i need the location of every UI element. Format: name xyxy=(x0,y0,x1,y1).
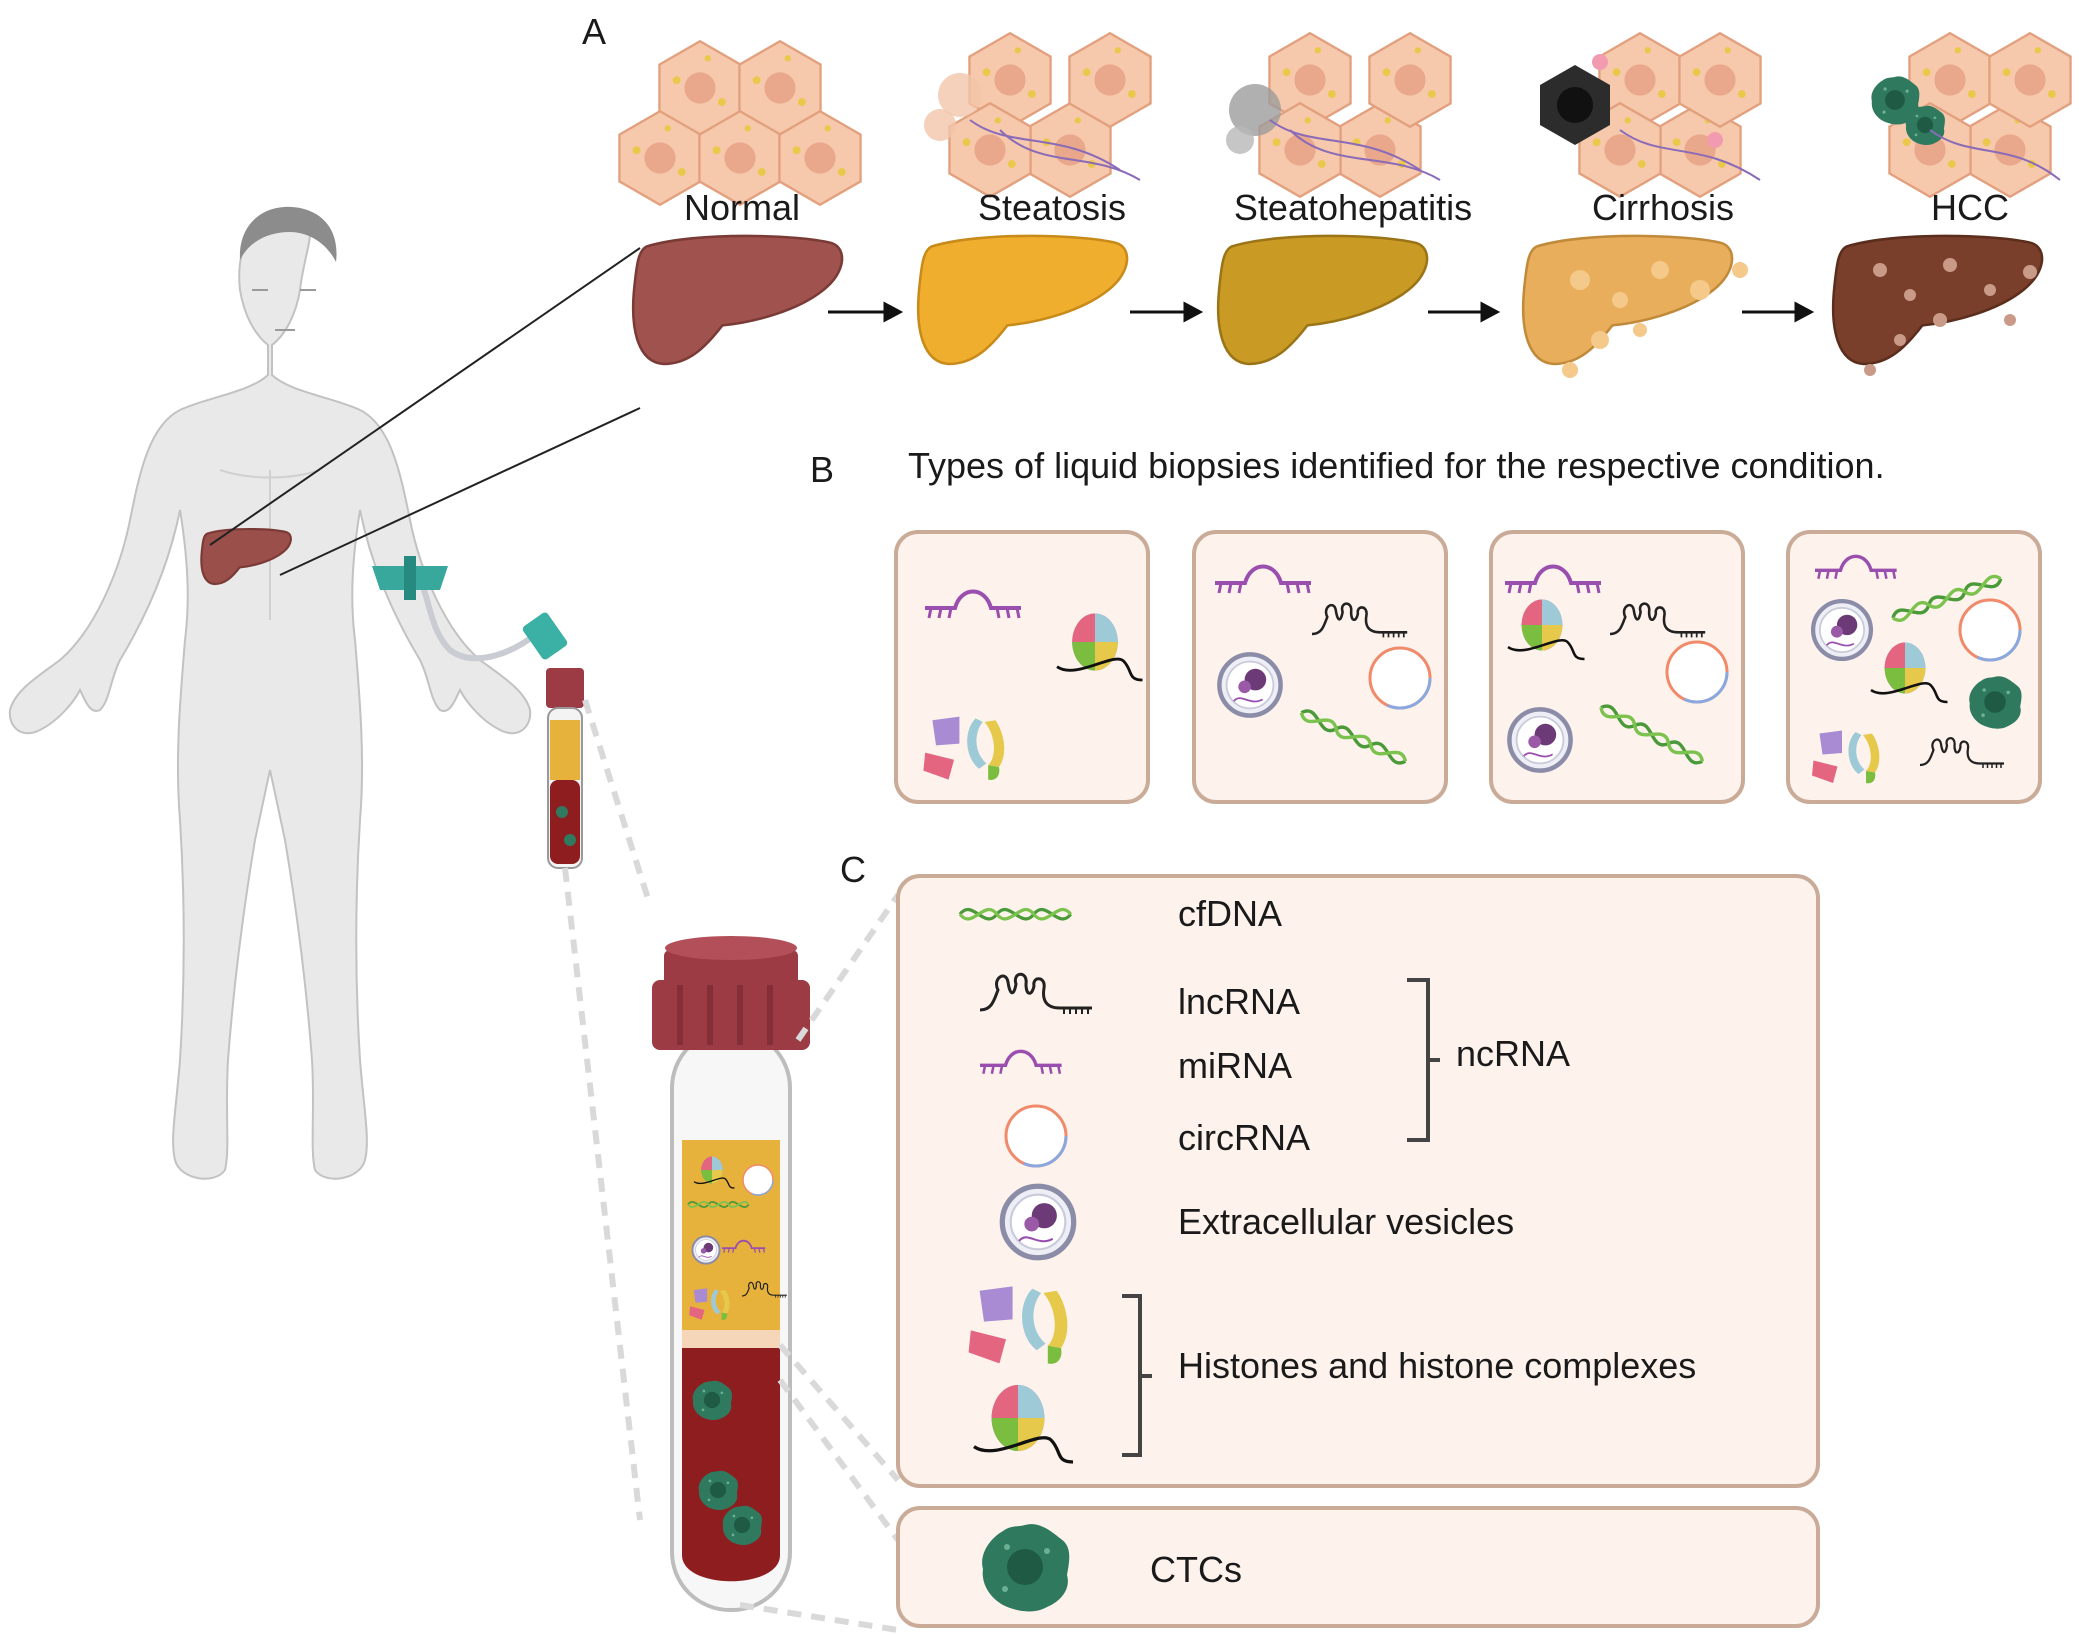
legend-box xyxy=(896,874,1820,1488)
ctc-box xyxy=(896,1506,1820,1628)
biopsy-heading: Types of liquid biopsies identified for … xyxy=(908,445,1885,486)
panel-b-label: B xyxy=(810,449,835,490)
tissue-steatosis xyxy=(924,32,1152,198)
zoom-lines xyxy=(209,247,641,576)
legend-mirna: miRNA xyxy=(1178,1045,1292,1086)
legend-cfdna: cfDNA xyxy=(1178,893,1283,934)
panel-a-label: A xyxy=(582,11,607,52)
human-figure xyxy=(8,206,584,1180)
tissue-normal xyxy=(618,40,862,206)
liver-normal xyxy=(631,234,844,366)
legend-circrna: circRNA xyxy=(1178,1117,1310,1158)
tube-zoom-lines xyxy=(562,699,653,1521)
circrna-icon xyxy=(1004,1104,1068,1168)
legend-zoom-lines xyxy=(739,893,901,1633)
tissue-steatohepatitis xyxy=(1226,32,1452,198)
blood-tube xyxy=(652,936,810,1612)
liver-steatosis xyxy=(916,234,1129,366)
stage-label-normal: Normal xyxy=(683,187,801,228)
legend-histones: Histones and histone complexes xyxy=(1178,1345,1697,1386)
tissue-cirrhosis xyxy=(1540,32,1762,198)
panel-c-label: C xyxy=(840,849,866,890)
panel-b xyxy=(894,530,2042,804)
ncrna-bracket xyxy=(1407,978,1440,1142)
tissue-hcc xyxy=(1871,32,2072,198)
legend-extracellular-vesicles: Extracellular vesicles xyxy=(1178,1201,1515,1242)
panel-c xyxy=(652,874,1820,1633)
panel-a xyxy=(618,32,2072,378)
stage-label-steatohepatitis: Steatohepatitis xyxy=(1233,187,1473,228)
liver-hcc xyxy=(1831,234,2044,366)
legend-ctcs: CTCs xyxy=(1150,1549,1242,1590)
liver-steatohepatitis xyxy=(1216,234,1429,366)
stage-label-hcc: HCC xyxy=(1931,187,2009,228)
legend-ncrna: ncRNA xyxy=(1456,1033,1571,1074)
cirrhosis-nodules xyxy=(1562,261,1748,378)
extracellular-vesicle-icon xyxy=(1002,1186,1073,1257)
legend-lncrna: lncRNA xyxy=(1178,981,1301,1022)
hcc-nodules xyxy=(1864,258,2037,376)
stage-label-cirrhosis: Cirrhosis xyxy=(1591,187,1735,228)
progression-arrows xyxy=(828,301,1815,323)
ctc-icon xyxy=(982,1524,1070,1612)
histone-bracket xyxy=(1122,1294,1152,1457)
biopsy-box-2 xyxy=(1192,530,1448,804)
stage-label-steatosis: Steatosis xyxy=(977,187,1127,228)
